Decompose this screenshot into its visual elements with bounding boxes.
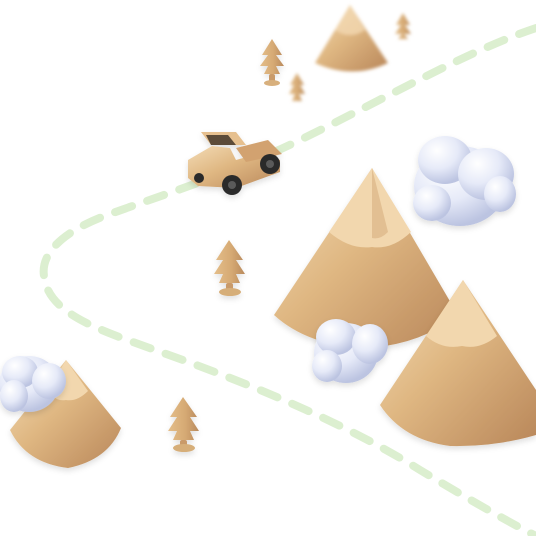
wooden-tree-top-right [395,13,411,39]
wooden-mountain-right [380,280,536,447]
wooden-tree-top-left [260,39,284,86]
wooden-mountain-large [274,168,458,348]
wooden-tree-top-small [289,73,305,101]
wooden-truck [188,132,282,195]
cloud-top-right [413,136,516,226]
dashed-path [39,24,536,536]
cloud-middle [312,319,388,383]
wooden-mountain-top [315,5,388,72]
wooden-tree-bottom [168,397,199,452]
wooden-tree-middle [214,240,245,296]
cloud-left [0,356,66,412]
